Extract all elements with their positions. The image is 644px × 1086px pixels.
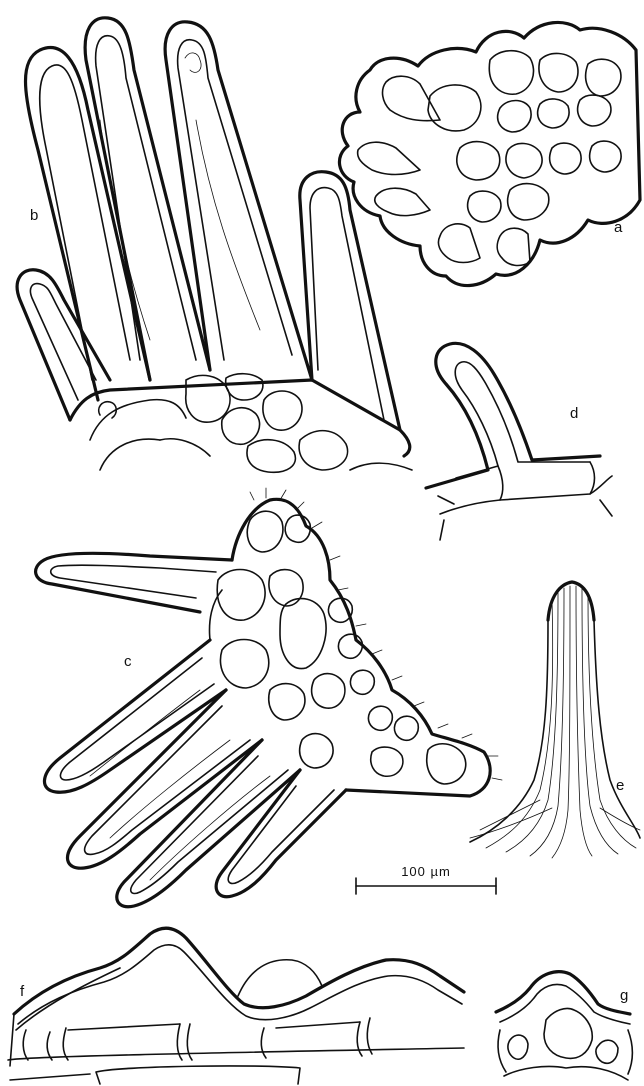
panel-c-label: c bbox=[124, 653, 132, 670]
panel-c-drawing bbox=[36, 488, 502, 907]
panel-d-drawing bbox=[426, 343, 612, 540]
panel-b-drawing bbox=[17, 18, 412, 472]
panel-a-drawing bbox=[339, 22, 640, 285]
panel-a-label: a bbox=[614, 219, 623, 236]
panel-f-label: f bbox=[20, 983, 25, 1000]
panel-e-drawing bbox=[470, 582, 640, 858]
scale-bar bbox=[356, 878, 496, 894]
panel-g-drawing bbox=[496, 972, 633, 1080]
panel-g-label: g bbox=[620, 987, 628, 1004]
panel-e-label: e bbox=[616, 777, 624, 794]
panel-d-label: d bbox=[570, 405, 578, 422]
panel-f-drawing bbox=[8, 928, 464, 1084]
scale-bar-label: 100 µm bbox=[401, 864, 451, 879]
panel-b-label: b bbox=[30, 207, 38, 224]
